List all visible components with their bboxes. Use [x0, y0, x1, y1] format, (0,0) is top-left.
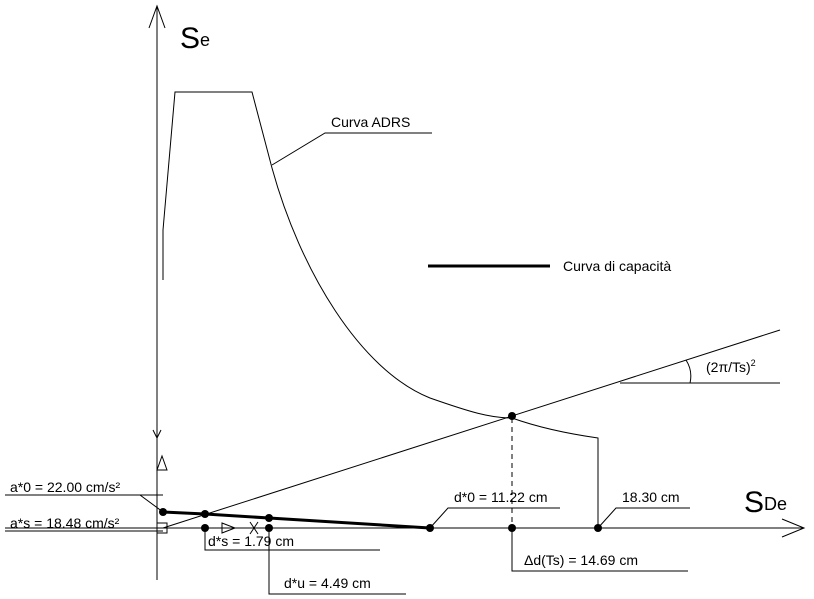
point-delta	[508, 524, 516, 532]
capacity-curve	[162, 510, 431, 530]
angle-arc	[685, 359, 692, 384]
slope-label: (2π/Ts)2	[706, 358, 756, 375]
as-label: a*s = 18.48 cm/s²	[10, 515, 120, 531]
du-leader	[268, 528, 406, 595]
a0-tick	[139, 494, 164, 513]
a0-label: a*0 = 22.00 cm/s²	[10, 479, 120, 495]
key-points	[159, 412, 602, 532]
point-ds	[201, 524, 209, 532]
adrs-legend-label: Curva ADRS	[331, 114, 410, 130]
ucs-icon	[152, 429, 259, 535]
point-intersection	[508, 412, 516, 420]
period-line	[162, 329, 781, 529]
du-label: d*u = 4.49 cm	[284, 575, 371, 591]
adrs-leader	[271, 132, 432, 166]
point-yu	[265, 514, 273, 522]
x-axis	[5, 518, 806, 538]
x-axis-label: SDe	[744, 486, 787, 519]
point-a0	[159, 508, 167, 516]
delta-leader	[511, 528, 688, 572]
d0-leader	[429, 507, 560, 529]
point-dmax	[594, 524, 602, 532]
y-axis	[148, 4, 166, 580]
dmax-label: 18.30 cm	[622, 489, 680, 505]
adrs-curve	[162, 91, 599, 528]
d0-label: d*0 = 11.22 cm	[454, 489, 548, 505]
point-d0	[426, 524, 434, 532]
ds-label: d*s = 1.79 cm	[208, 533, 294, 549]
ds-leader	[204, 528, 380, 551]
capacity-legend-label: Curva di capacità	[563, 258, 671, 274]
delta-label: Δd(Ts) = 14.69 cm	[524, 552, 638, 568]
y-axis-label: Se	[180, 22, 210, 55]
point-du	[265, 524, 273, 532]
point-ys	[201, 510, 209, 518]
dmax-leader	[597, 507, 690, 529]
